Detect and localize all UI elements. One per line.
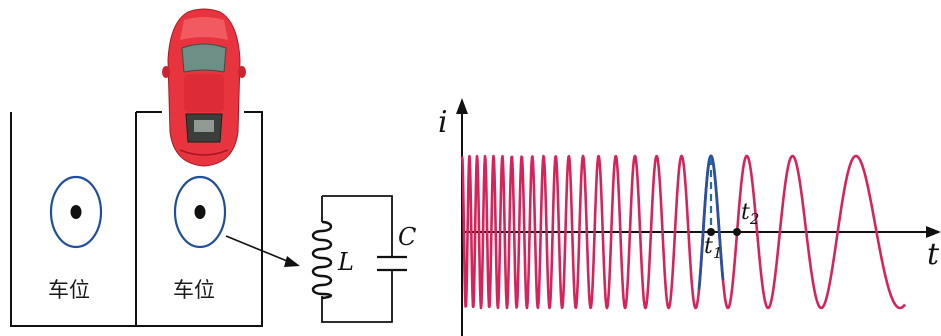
car-rear-detail [194,120,214,132]
coil-icon [311,220,333,300]
car-mirror-right [238,66,246,78]
t2-label-base: t [741,200,750,225]
inductor-label: L [337,248,354,276]
waveform-peak-segment [697,154,725,290]
connection-arrow [225,235,300,267]
lc-circuit: L C [311,195,416,323]
car-roof [184,74,224,112]
t2-point [733,228,741,236]
coil-ring-icon [49,175,103,249]
charging-coil-left [49,175,103,249]
parking-space-right-label: 车位 [173,278,215,302]
x-axis-arrow-icon [926,226,941,238]
current-waveform [460,154,907,310]
t1-label: t1 [704,234,722,262]
y-axis-label: i [438,105,448,140]
t2-label-sub: 2 [749,210,760,228]
charging-coil-right [173,175,227,249]
t1-label-base: t [704,234,713,259]
car-rear-bumper [179,149,229,156]
t2-label: t2 [741,200,759,228]
car-mirror-left [162,66,170,78]
current-time-graph: i t t1 t2 [438,98,941,336]
coil-ring-icon [173,175,227,249]
parking-space-right-outline [136,111,263,327]
coil-center-dot [194,205,206,219]
coil-center-dot [70,205,82,219]
capacitor-label: C [398,223,416,251]
t1-point [707,228,715,236]
car-hood-shade [180,17,228,40]
t1-label-sub: 1 [713,244,723,262]
x-axis-label: t [927,237,940,272]
car-windshield [181,43,227,73]
parking-area: 车位 车位 [10,111,263,327]
parking-space-left-outline [10,112,137,327]
circuit-wire [321,195,393,323]
y-axis-arrow-icon [456,98,468,114]
arrow-head-icon [284,256,300,267]
parking-space-left-label: 车位 [48,278,90,302]
car-top-view-icon [162,8,246,167]
